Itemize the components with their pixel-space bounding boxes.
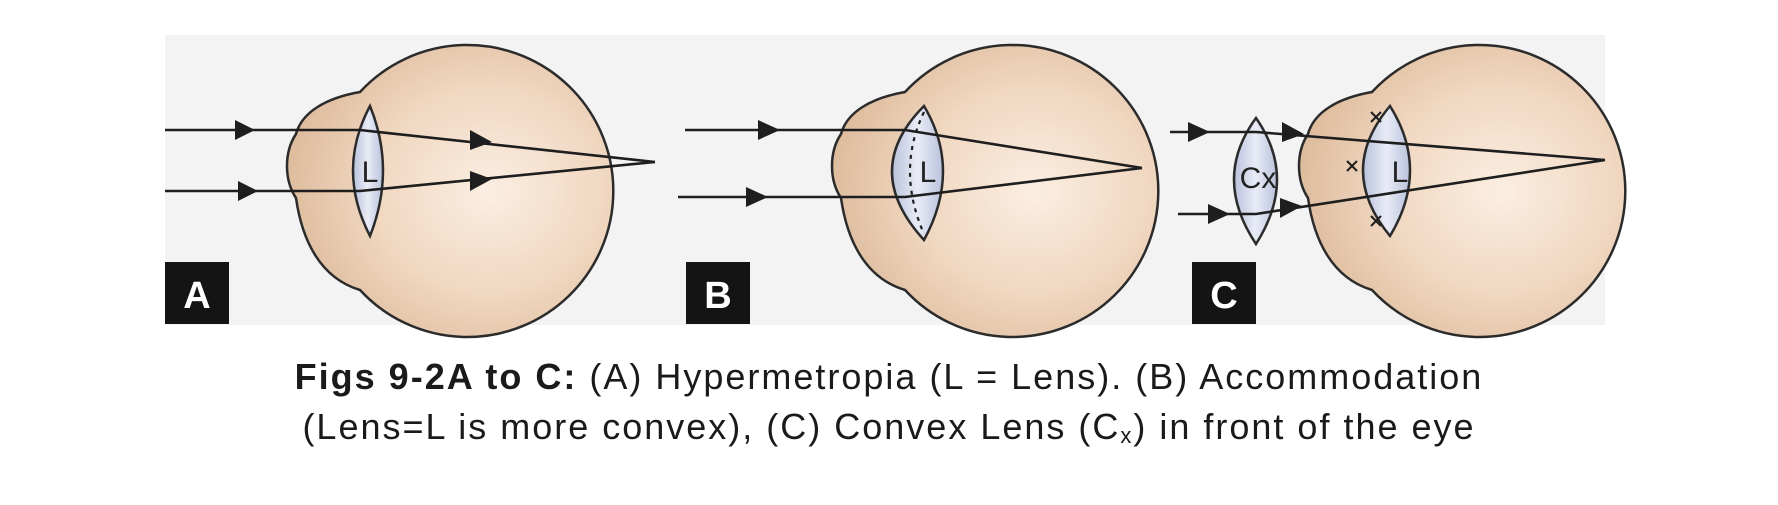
crystalline-lens-a — [351, 103, 385, 240]
light-ray-a-upper — [165, 128, 656, 164]
convex-lens-label: Cx — [1240, 162, 1277, 195]
arrow-icon — [1282, 122, 1304, 142]
crystalline-lens-c — [1361, 103, 1412, 239]
arrow-icon — [235, 120, 255, 140]
lens-label-a: L — [362, 156, 379, 189]
panel-label-box-a — [165, 262, 229, 324]
lens-reference-marks — [1346, 111, 1382, 227]
lens-label-c: L — [1392, 156, 1409, 189]
caption-text-b: (Lens=L is more convex), (C) Convex Lens… — [302, 406, 1121, 447]
panel-label-box-b — [686, 262, 750, 324]
arrow-icon — [470, 171, 492, 191]
caption-figure-id: Figs 9-2A to C: — [294, 356, 578, 397]
panel-label-box-c — [1192, 262, 1256, 324]
panel-b-accommodation: L B — [678, 43, 1160, 339]
original-lens-outline-b — [908, 111, 926, 235]
light-ray-a-lower — [165, 160, 656, 193]
arrow-icon — [746, 187, 768, 207]
arrow-icon — [1208, 204, 1230, 224]
arrow-icon — [1188, 122, 1210, 142]
arrow-icon — [758, 120, 780, 140]
arrow-icon — [1280, 198, 1302, 218]
arrow-icon — [470, 130, 492, 150]
caption-line-1: Figs 9-2A to C: (A) Hypermetropia (L = L… — [0, 352, 1778, 402]
caption-subscript: x — [1120, 423, 1134, 448]
panel-c-convex-lens: Cx L C — [1170, 43, 1627, 339]
crystalline-lens-b — [890, 103, 945, 243]
caption-text-a: (A) Hypermetropia (L = Lens). (B) Accomm… — [589, 356, 1484, 397]
panel-a-hypermetropia: L A — [165, 43, 656, 339]
light-ray-c-lower — [1178, 158, 1606, 216]
figure-caption: Figs 9-2A to C: (A) Hypermetropia (L = L… — [0, 352, 1778, 452]
panel-letter-b: B — [704, 275, 731, 317]
caption-line-2: (Lens=L is more convex), (C) Convex Lens… — [0, 402, 1778, 452]
panel-letter-c: C — [1210, 275, 1237, 317]
panel-letter-a: A — [183, 275, 210, 317]
lens-label-b: L — [920, 156, 937, 189]
caption-text-c: ) in front of the eye — [1133, 406, 1476, 447]
arrow-icon — [238, 181, 258, 201]
